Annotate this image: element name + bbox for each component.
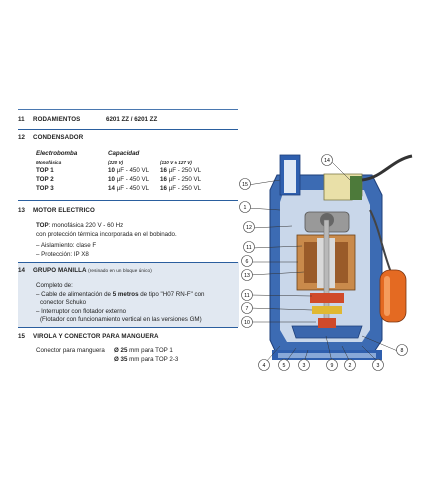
svg-text:11: 11	[246, 245, 251, 251]
callout-8: 8	[396, 344, 408, 356]
discharge-outlet	[279, 154, 301, 196]
section-number: 12	[18, 134, 25, 141]
svg-text:1: 1	[244, 205, 247, 211]
section-title: RODAMIENTOS	[33, 116, 81, 123]
separator	[18, 109, 238, 110]
intake-base	[272, 350, 382, 360]
svg-text:6: 6	[246, 259, 249, 265]
svg-text:2: 2	[349, 363, 352, 369]
separator	[18, 200, 238, 201]
callout-3b: 3	[372, 359, 384, 371]
svg-text:9: 9	[331, 363, 334, 369]
callout-11a: 11	[243, 241, 255, 253]
capacitor-sub-right: (110 V ± 127 V)	[160, 160, 192, 165]
svg-text:15: 15	[242, 182, 248, 188]
svg-text:5: 5	[283, 363, 286, 369]
callout-12: 12	[243, 221, 255, 233]
section-number: 14	[18, 267, 25, 274]
callout-7: 7	[241, 302, 253, 314]
float-switch	[379, 269, 407, 323]
section-title: CONDENSADOR	[33, 134, 84, 141]
mechanical-seal	[310, 293, 344, 314]
callout-3a: 3	[298, 359, 310, 371]
capacitor-model: TOP 3	[36, 185, 54, 192]
capacitor-cap1: 14 µF - 450 VL	[108, 185, 150, 192]
capacitor-cap1: 10 µF - 450 VL	[108, 176, 150, 183]
callout-2: 2	[344, 359, 356, 371]
capacitor-cap2: 16 µF - 250 VL	[160, 176, 202, 183]
section-14-band	[18, 262, 239, 327]
svg-text:3: 3	[303, 363, 306, 369]
hose-conn: Ø 25 mm para TOP 1	[114, 347, 173, 354]
handle-line: – Interruptor con flotador externo	[36, 308, 127, 315]
callout-5: 5	[278, 359, 290, 371]
handle-line: conector Schuko	[40, 299, 87, 306]
capacitor-sub-mid: (220 V)	[108, 160, 124, 165]
callout-13: 13	[241, 269, 253, 281]
callout-6: 6	[241, 255, 253, 267]
hose-label: Conector para manguera	[36, 347, 105, 354]
capacitor-cap2: 16 µF - 250 VL	[160, 185, 202, 192]
svg-text:13: 13	[244, 273, 250, 279]
capacitor-head-left: Electrobomba	[36, 150, 78, 157]
section-number: 13	[18, 207, 25, 214]
capacitor-sub-left: Monofásica	[36, 160, 62, 165]
capacitor-cap2: 16 µF - 250 VL	[160, 167, 202, 174]
svg-text:11: 11	[244, 293, 249, 299]
svg-text:8: 8	[401, 348, 404, 354]
impeller	[291, 318, 363, 339]
motor-line: TOP: monofásica 220 V - 60 Hz	[36, 222, 124, 229]
hose-conn: Ø 35 mm para TOP 2-3	[114, 356, 179, 363]
section-title: GRUPO MANILLA (resinado en un bloque úni…	[33, 267, 152, 274]
svg-text:10: 10	[244, 320, 250, 326]
pump-cutaway-diagram: 14 15 1 12 11 6 13 11 7 10 4 5 3 9 2 3 8	[239, 154, 413, 371]
power-cable	[361, 154, 413, 182]
separator	[18, 327, 238, 328]
handle-line: Completo de:	[36, 282, 73, 289]
section-title: VIROLA Y CONECTOR PARA MANGUERA	[33, 333, 159, 340]
svg-text:3: 3	[377, 363, 380, 369]
section-number: 11	[18, 116, 25, 123]
callout-9: 9	[326, 359, 338, 371]
callout-15: 15	[239, 178, 251, 190]
callouts: 14 15 1 12 11 6 13 11 7 10 4 5 3 9 2 3 8	[239, 154, 408, 371]
separator	[18, 129, 238, 130]
handle-group	[323, 173, 363, 201]
motor-line: – Aislamiento: clase F	[36, 242, 97, 249]
section-title: MOTOR ELECTRICO	[33, 207, 95, 214]
section-number: 15	[18, 333, 25, 340]
motor-line: – Protección: IP X8	[36, 251, 89, 258]
spec-table: 11 RODAMIENTOS 6201 ZZ / 6201 ZZ 12 COND…	[18, 0, 239, 500]
float-cable	[369, 209, 393, 276]
svg-text:7: 7	[246, 306, 249, 312]
capacitor-head-right: Capacidad	[108, 150, 140, 157]
callout-11b: 11	[241, 289, 253, 301]
separator	[18, 262, 238, 263]
bearing-value: 6201 ZZ / 6201 ZZ	[106, 116, 158, 123]
handle-line: (Flotador con funcionamiento vertical en…	[40, 316, 202, 323]
capacitor-cap1: 10 µF - 450 VL	[108, 167, 150, 174]
svg-text:4: 4	[263, 363, 266, 369]
svg-text:14: 14	[324, 158, 330, 164]
svg-text:12: 12	[246, 225, 252, 231]
callout-10: 10	[241, 316, 253, 328]
callout-4: 4	[258, 359, 270, 371]
callout-14: 14	[321, 154, 333, 166]
motor-line: con protección térmica incorporada en el…	[36, 231, 177, 238]
handle-line: – Cable de alimentación de 5 metros de t…	[36, 291, 205, 298]
capacitor-model: TOP 1	[36, 167, 54, 174]
callout-1: 1	[239, 201, 251, 213]
capacitor-model: TOP 2	[36, 176, 54, 183]
